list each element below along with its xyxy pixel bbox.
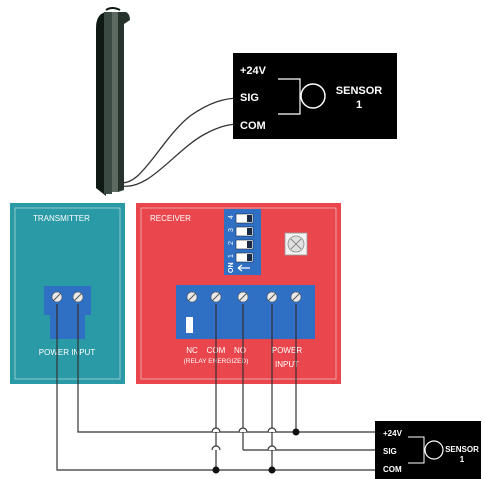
potentiometer-icon (284, 232, 308, 256)
dip-number-3: 3 (228, 228, 235, 232)
arrow-left-icon (237, 264, 250, 272)
sensor-bottom-24v-label: +24V (383, 429, 403, 438)
receiver-no-label: NO (234, 346, 246, 355)
receiver-box: RECEIVER 1 2 3 4 ON (136, 203, 341, 384)
receiver-power-label: POWER (272, 346, 302, 355)
dip-on-label: ON (228, 263, 235, 274)
dip-number-4: 4 (228, 215, 235, 219)
sensor-bottom-com-label: COM (383, 465, 402, 474)
receiver-title: RECEIVER (150, 214, 191, 223)
dip-switch: 1 2 3 4 ON (224, 209, 261, 275)
transmitter-power-input-label: POWER INPUT (39, 348, 96, 357)
wire-crossovers (211, 427, 277, 451)
sensor-top-sig-label: SIG (240, 92, 259, 104)
wire-junctions (212, 428, 300, 474)
receiver-screws (186, 291, 302, 303)
sensor-bottom: +24V SIG COM SENSOR 1 (375, 421, 481, 479)
door-edge-bar (96, 7, 130, 196)
transmitter-title: TRANSMITTER (33, 214, 90, 223)
dip-number-2: 2 (228, 241, 235, 245)
sensor-top-com-label: COM (240, 120, 266, 132)
transmitter-box: TRANSMITTER POWER INPUT (10, 203, 125, 384)
sensor-top-24v-label: +24V (240, 65, 267, 77)
receiver-terminal-block (176, 285, 315, 339)
sensor-top: +24V SIG COM SENSOR 1 (233, 53, 397, 139)
dip-number-1: 1 (228, 254, 235, 258)
receiver-input-label: INPUT (275, 360, 299, 369)
receiver-nc-label: NC (186, 346, 198, 355)
sensor-top-name: SENSOR (336, 85, 383, 97)
sensor-bottom-eye-icon (424, 440, 444, 460)
sensor-bottom-number: 1 (460, 455, 465, 464)
sensor-bottom-sig-label: SIG (383, 447, 397, 456)
bar-to-sensor-wires (117, 97, 241, 187)
sensor-top-number: 1 (356, 99, 362, 111)
sensor-bottom-name: SENSOR (445, 445, 479, 454)
transmitter-terminal-block (44, 286, 91, 339)
